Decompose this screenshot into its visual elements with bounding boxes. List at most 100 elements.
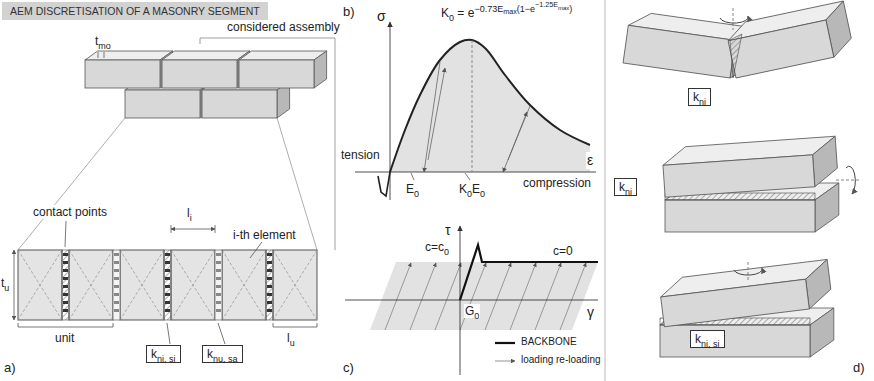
mortar-joint	[62, 250, 69, 320]
contact-spring	[267, 269, 272, 272]
figure-label: K0E0	[458, 182, 486, 196]
text-part: K	[441, 6, 449, 20]
strain-axis	[355, 172, 596, 173]
brick-front-face	[728, 20, 834, 78]
text-part: u	[290, 338, 295, 348]
contact-wedge	[730, 34, 742, 78]
brick-front-face	[85, 60, 160, 88]
text-part: k	[207, 347, 213, 361]
stiffness-label-box: kni, si	[146, 345, 181, 363]
contact-spring	[165, 293, 170, 296]
mortar-joint	[266, 250, 273, 320]
text-part: c=c	[425, 240, 444, 254]
contact-spring	[165, 277, 170, 280]
contact-spring	[165, 253, 170, 256]
stress-strain-curve	[390, 40, 590, 172]
contact-spring	[114, 309, 119, 312]
brick-side-face	[810, 308, 834, 357]
dimension-tick	[98, 52, 99, 58]
loading-line	[460, 263, 486, 330]
figure-label: unit	[54, 331, 75, 345]
stiffness-label-box: kni, si	[690, 330, 725, 348]
figure-label: lu	[286, 331, 296, 345]
brick-front-face	[202, 90, 277, 118]
brick	[662, 136, 839, 197]
contact-spring	[267, 301, 272, 304]
reloading-line	[428, 68, 445, 160]
brick-front-face	[665, 200, 815, 232]
unit-bracket	[18, 323, 113, 327]
element-diagonal	[171, 250, 215, 320]
brick	[85, 51, 173, 88]
panel-c	[345, 226, 598, 375]
text-part: k	[695, 332, 701, 346]
element-bracket	[273, 323, 317, 327]
brick	[239, 51, 327, 88]
legend-text: BACKBONE	[520, 336, 578, 348]
legend-text: loading re-loading	[520, 354, 602, 366]
brick-top-face	[162, 51, 250, 60]
rotation-arrow	[734, 268, 762, 275]
leader-line	[411, 173, 414, 180]
figure-label: c=c0	[424, 240, 450, 254]
leader-line	[465, 173, 470, 180]
figure-label: K0 = e−0.73Emax(1−e−1.25Emax)	[440, 6, 573, 20]
stiffness-label-box: kni	[688, 88, 711, 106]
brick	[659, 259, 833, 326]
assembly-bracket	[200, 38, 335, 250]
contact-spring	[114, 253, 119, 256]
contact-spring	[216, 285, 221, 288]
text-part: k	[619, 180, 625, 194]
text-part: ni	[625, 187, 632, 197]
figure-label: E0	[405, 182, 420, 196]
contact-spring	[63, 253, 68, 256]
reloading-line	[508, 112, 527, 160]
text-part: k	[151, 347, 157, 361]
stress-axis	[460, 226, 461, 375]
mortar-joint	[160, 60, 162, 88]
loading-line	[485, 263, 511, 330]
contact-spring	[63, 261, 68, 264]
figure-label: d)	[852, 360, 866, 376]
stiffness-symbol: kni	[619, 180, 632, 194]
contact-spring	[267, 253, 272, 256]
rotation-arrow	[720, 16, 748, 23]
element-diagonal	[69, 250, 113, 320]
contact-spring	[114, 301, 119, 304]
text-part: (1−e	[517, 4, 535, 14]
contact-spring	[267, 293, 272, 296]
contact-spring	[216, 301, 221, 304]
brick-front-face	[660, 325, 810, 357]
legend-line-sample	[495, 342, 515, 344]
element-diagonal	[222, 250, 266, 320]
dimension-tick	[171, 225, 172, 233]
thickness-dimension	[14, 250, 15, 320]
text-part: nu, sa	[213, 354, 238, 364]
element-diagonal	[120, 250, 164, 320]
stress-area	[390, 40, 590, 172]
contact-spring	[267, 285, 272, 288]
dimension-tick	[215, 225, 216, 233]
contact-spring	[63, 309, 68, 312]
figure-label: τ	[444, 222, 452, 239]
contact-spring	[216, 253, 221, 256]
contact-spring	[114, 269, 119, 272]
mortar-joint	[164, 250, 171, 320]
brick	[162, 51, 250, 88]
text-part: 0	[449, 13, 454, 23]
mortar-joint	[200, 90, 202, 118]
contact-spring	[216, 269, 221, 272]
brick-top-face	[239, 51, 327, 60]
element-diagonal	[18, 250, 62, 320]
text-part: max	[558, 5, 569, 11]
contact-spring	[165, 309, 170, 312]
figure-label: c)	[342, 360, 355, 376]
legend-arrow-sample	[495, 361, 515, 362]
contact-spring	[267, 277, 272, 280]
contact-spring	[63, 285, 68, 288]
stiffness-symbol: kni, si	[695, 332, 720, 346]
text-part: t	[95, 34, 98, 48]
contact-spring	[63, 269, 68, 272]
text-part: ni, si	[157, 354, 176, 364]
